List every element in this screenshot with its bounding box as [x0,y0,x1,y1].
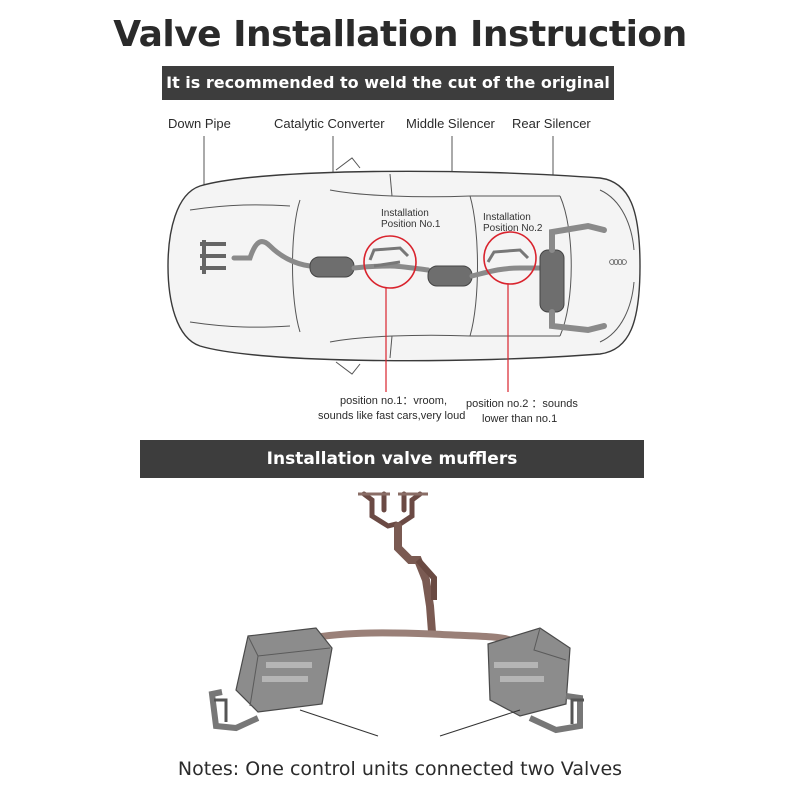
position-1-title-line2: Position No.1 [381,219,440,230]
position-1-note-line1: position no.1：vroom, [340,394,447,409]
position-2-title-line2: Position No.2 [483,223,542,234]
notes-text: Notes: One control units connected two V… [0,758,800,780]
position-2-note-line2: lower than no.1 [482,412,557,427]
middle-silencer-shape [428,266,472,286]
left-valve-muffler [212,628,332,728]
exhaust-muffler-illustration [212,494,584,736]
position-1-title-line1: Installation [381,208,429,219]
rear-silencer-shape [540,250,564,312]
down-pipe [200,240,226,274]
position-2-note-line1: position no.2 ：sounds [466,397,578,412]
valve-mufflers-banner: Installation valve mufflers [140,440,644,478]
position-1-note-line2: sounds like fast cars,very loud [318,409,465,424]
position-2-title-line1: Installation [483,212,531,223]
catalytic-converter-shape [310,257,354,277]
right-valve-muffler [488,628,584,730]
